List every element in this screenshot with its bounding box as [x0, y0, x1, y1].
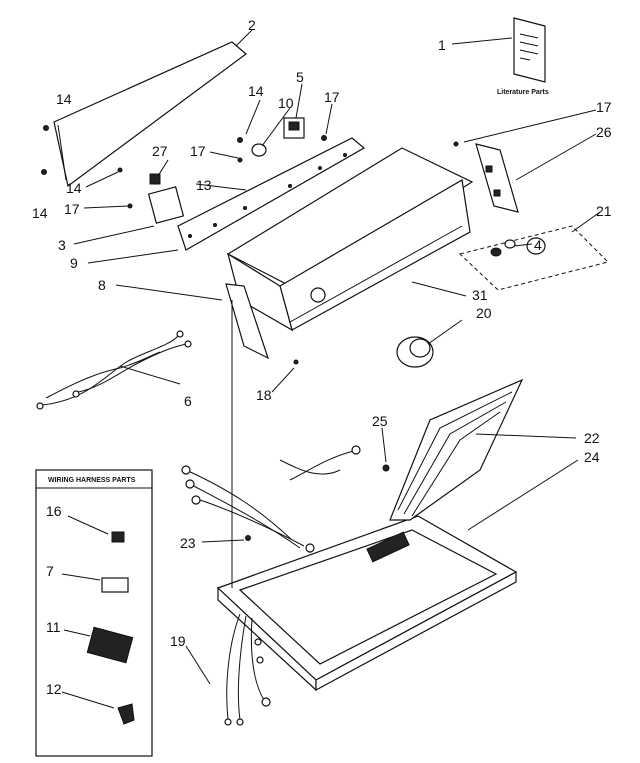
label-part-4: 4	[534, 237, 542, 253]
screws	[41, 125, 459, 541]
literature-caption: Literature Parts	[497, 89, 549, 96]
console-end-cap	[475, 143, 519, 213]
knob-kit-outline	[458, 225, 609, 291]
knob-4	[490, 237, 546, 257]
main-wire-harness	[181, 445, 361, 553]
bushing	[251, 143, 267, 157]
leader-lines	[61, 29, 601, 709]
control-panel-backsplash	[53, 41, 247, 188]
timer-knob	[396, 336, 434, 368]
start-switch	[283, 117, 305, 139]
timer-switch	[147, 173, 185, 224]
wiring-harness-parts-box	[35, 469, 153, 757]
label-part-21: 21	[596, 203, 612, 219]
label-part-25: 25	[372, 413, 388, 429]
label-part-17-right: 17	[596, 99, 612, 115]
label-part-14-bottom: 14	[32, 205, 48, 221]
label-part-13: 13	[196, 177, 212, 193]
label-part-17-left: 17	[64, 201, 80, 217]
label-part-17-middle: 17	[190, 143, 206, 159]
label-part-10: 10	[278, 95, 294, 111]
control-panel-plate	[177, 137, 366, 251]
label-part-8: 8	[98, 277, 106, 293]
label-part-6: 6	[184, 393, 192, 409]
label-part-16: 16	[46, 503, 62, 519]
label-part-9: 9	[70, 255, 78, 271]
label-part-5: 5	[296, 69, 304, 85]
literature-booklet	[513, 17, 546, 83]
label-part-12: 12	[46, 681, 62, 697]
label-part-14-switch: 14	[248, 83, 264, 99]
label-part-11: 11	[46, 619, 61, 635]
label-part-31: 31	[472, 287, 488, 303]
label-part-1: 1	[438, 37, 446, 53]
console-housing	[226, 147, 474, 332]
label-part-14-middle: 14	[66, 180, 82, 196]
label-part-7: 7	[46, 563, 54, 579]
label-part-19: 19	[170, 633, 186, 649]
label-part-26: 26	[596, 124, 612, 140]
left-end-cap	[225, 283, 270, 360]
lower-wire-harness	[224, 613, 271, 726]
label-part-17-top: 17	[324, 89, 340, 105]
wire-harness-6	[36, 330, 192, 410]
label-part-18: 18	[256, 387, 272, 403]
label-part-3: 3	[58, 237, 66, 253]
harness-box-title: WIRING HARNESS PARTS	[48, 477, 136, 484]
label-part-24: 24	[584, 449, 600, 465]
label-part-20: 20	[476, 305, 492, 321]
label-part-14-top: 14	[56, 91, 72, 107]
label-part-22: 22	[584, 430, 600, 446]
label-part-23: 23	[180, 535, 196, 551]
label-part-2: 2	[248, 17, 256, 33]
dryer-top	[216, 515, 518, 692]
label-part-27: 27	[152, 143, 168, 159]
lint-duct	[389, 378, 524, 521]
